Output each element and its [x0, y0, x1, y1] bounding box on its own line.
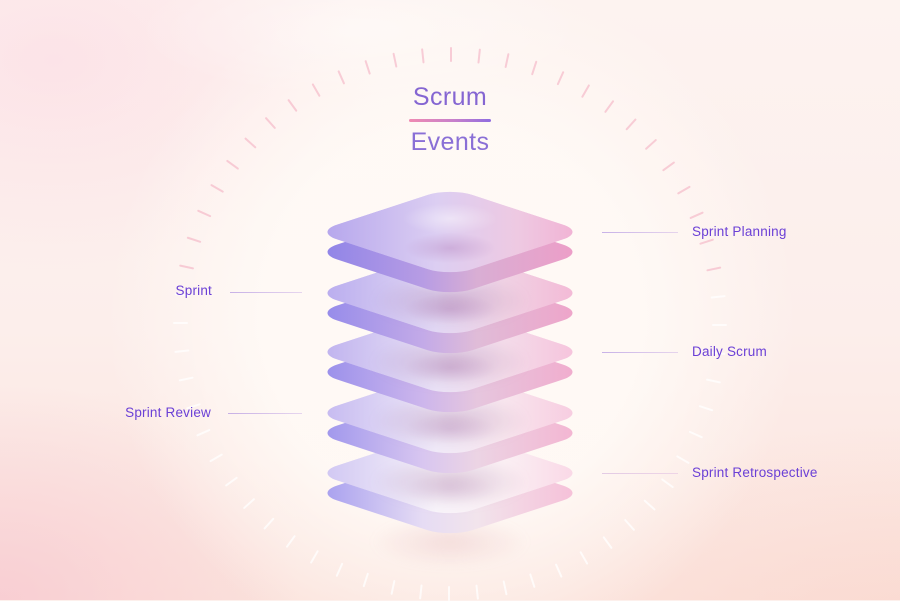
diagram-title: Scrum Events — [0, 83, 900, 156]
dial-tick — [242, 497, 256, 510]
dial-tick — [712, 324, 727, 326]
label-sprint-retrospective: Sprint Retrospective — [692, 465, 818, 480]
dial-tick — [530, 60, 538, 76]
dial-tick — [675, 455, 690, 465]
title-line-1: Scrum — [412, 83, 488, 111]
dial-tick — [419, 584, 423, 600]
dial-tick — [225, 159, 240, 171]
dial-tick — [623, 518, 636, 532]
label-daily-scrum: Daily Scrum — [692, 344, 767, 359]
dial-tick — [602, 535, 613, 550]
dial-tick — [504, 53, 510, 69]
dial-tick — [196, 428, 211, 437]
stack-layer-sprint — [314, 248, 586, 399]
dial-tick — [263, 517, 275, 530]
dial-tick — [364, 59, 371, 75]
dial-tick — [337, 70, 346, 85]
title-line-2: Events — [410, 127, 490, 156]
stack-layer-sprint-retrospective — [314, 428, 586, 579]
dial-tick — [698, 404, 714, 412]
connector-line-daily-scrum — [602, 352, 678, 353]
dial-tick — [173, 322, 188, 324]
stack-layer-sprint-review — [314, 368, 586, 519]
dial-tick — [475, 584, 479, 600]
title-underline-divider — [409, 118, 491, 122]
dial-tick — [448, 586, 450, 601]
dial-tick — [643, 499, 656, 511]
label-sprint-review: Sprint Review — [125, 405, 211, 420]
dial-tick — [706, 266, 722, 272]
dial-tick — [421, 48, 425, 64]
dial-tick — [392, 52, 398, 68]
stack-layer-daily-scrum — [314, 307, 586, 458]
dial-tick — [660, 477, 675, 489]
dial-tick — [705, 378, 721, 384]
dial-tick — [676, 185, 691, 195]
dial-tick — [688, 430, 704, 439]
dial-tick — [502, 580, 508, 596]
dial-tick — [179, 264, 195, 270]
dial-tick — [710, 295, 726, 299]
dial-tick — [224, 476, 239, 487]
dial-tick — [661, 161, 676, 172]
dial-tick — [196, 209, 212, 218]
dial-tick — [477, 48, 481, 64]
stack-layer-sprint-planning — [314, 187, 586, 338]
label-sprint-planning: Sprint Planning — [692, 224, 787, 239]
dial-tick — [210, 183, 225, 193]
dial-tick — [390, 579, 396, 595]
dial-tick — [689, 211, 704, 220]
dial-tick — [285, 534, 297, 549]
label-sprint: Sprint — [175, 283, 212, 298]
dial-tick — [186, 236, 202, 244]
dial-tick — [209, 453, 224, 463]
connector-line-sprint — [230, 292, 302, 293]
dial-tick — [450, 47, 452, 62]
dial-tick — [174, 349, 190, 353]
dial-tick — [178, 376, 194, 382]
connector-line-sprint-retrospective — [602, 473, 678, 474]
connector-line-sprint-planning — [602, 232, 678, 233]
connector-line-sprint-review — [228, 413, 302, 414]
